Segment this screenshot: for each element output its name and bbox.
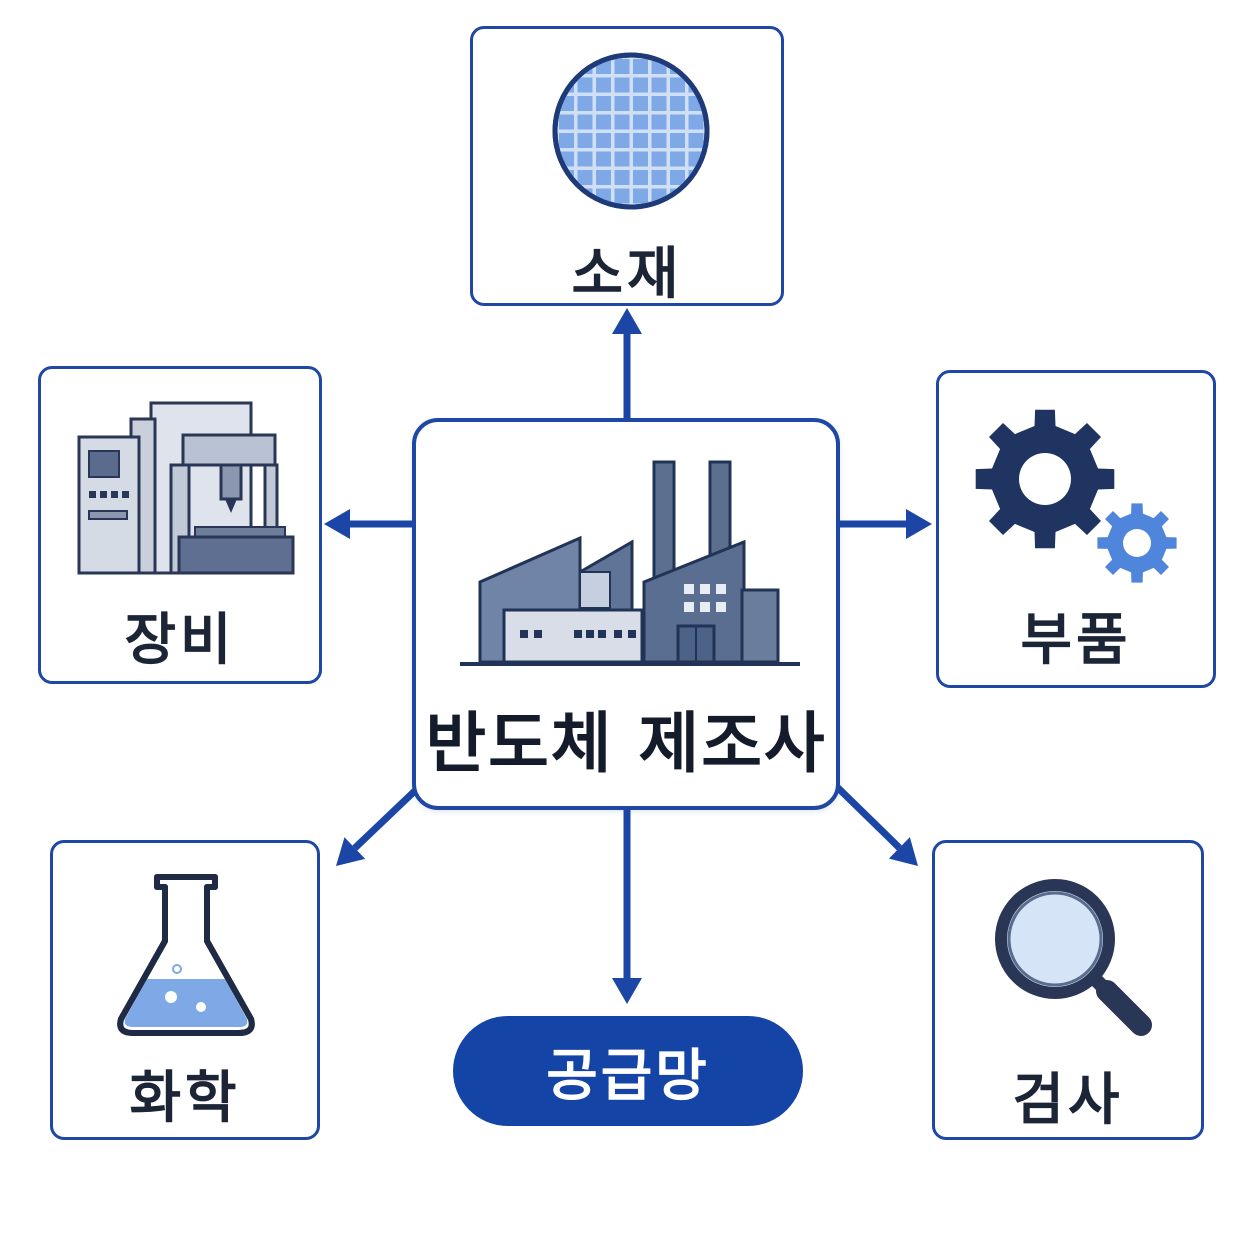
center-node[interactable]: 반도체 제조사: [412, 418, 840, 810]
machine-tool-icon: [77, 401, 295, 575]
arrow-to-equipment: [324, 509, 412, 539]
supply-chain-badge[interactable]: 공급망: [453, 1016, 803, 1126]
node-equipment-label: 장비: [124, 608, 236, 673]
arrow-to-materials: [612, 308, 642, 418]
arrow-to-supply-chain: [612, 810, 642, 1004]
node-chemicals-label: 화학: [129, 1066, 241, 1131]
magnifier-icon: [995, 879, 1152, 1036]
gears-icon: [975, 409, 1177, 583]
flask-icon: [117, 874, 255, 1036]
arrow-to-inspection: [831, 781, 918, 866]
node-chemicals[interactable]: 화학: [50, 840, 320, 1140]
node-inspection[interactable]: 검사: [932, 840, 1204, 1140]
node-materials-label: 소재: [571, 242, 683, 307]
node-components-label: 부품: [1020, 608, 1132, 673]
factory-icon: [460, 460, 800, 666]
node-inspection-label: 검사: [1012, 1068, 1124, 1133]
arrow-to-chemicals: [336, 783, 423, 866]
center-label: 반도체 제조사: [425, 705, 827, 782]
wafer-icon: [552, 52, 710, 210]
node-components[interactable]: 부품: [936, 370, 1216, 688]
node-equipment[interactable]: 장비: [38, 366, 322, 684]
node-materials[interactable]: 소재: [470, 26, 784, 307]
arrow-to-components: [840, 509, 932, 539]
